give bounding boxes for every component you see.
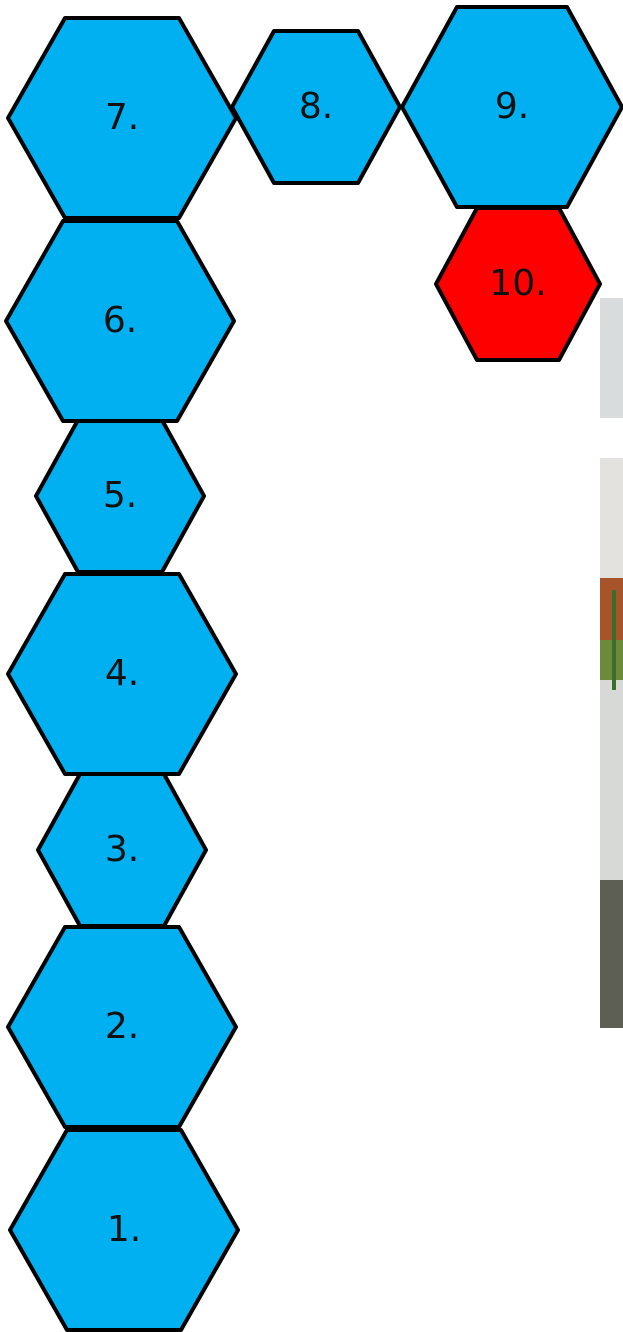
- photo-strip: [600, 298, 623, 1028]
- hexagon-4: 4.: [8, 574, 236, 774]
- hexagon-10: 10.: [436, 208, 600, 360]
- hexagon-3: 3.: [38, 774, 206, 926]
- hexagon-label: 4.: [105, 653, 139, 694]
- hexagon-8: 8.: [232, 31, 400, 183]
- hexagon-1: 1.: [10, 1130, 238, 1330]
- hexagon-label: 1.: [107, 1209, 141, 1250]
- hexagon-label: 9.: [495, 86, 529, 127]
- hexagon-2: 2.: [8, 927, 236, 1127]
- hexagon-5: 5.: [36, 420, 204, 572]
- hexagon-6: 6.: [6, 221, 234, 421]
- hexagon-label: 3.: [105, 829, 139, 870]
- hexagon-label: 6.: [103, 300, 137, 341]
- hexagon-label: 8.: [299, 86, 333, 127]
- hexagon-label: 10.: [489, 263, 546, 304]
- hexagon-label: 7.: [105, 97, 139, 138]
- hexagon-label: 2.: [105, 1006, 139, 1047]
- hexagon-7: 7.: [8, 18, 236, 218]
- hexagon-label: 5.: [103, 475, 137, 516]
- hexagon-9: 9.: [402, 7, 622, 207]
